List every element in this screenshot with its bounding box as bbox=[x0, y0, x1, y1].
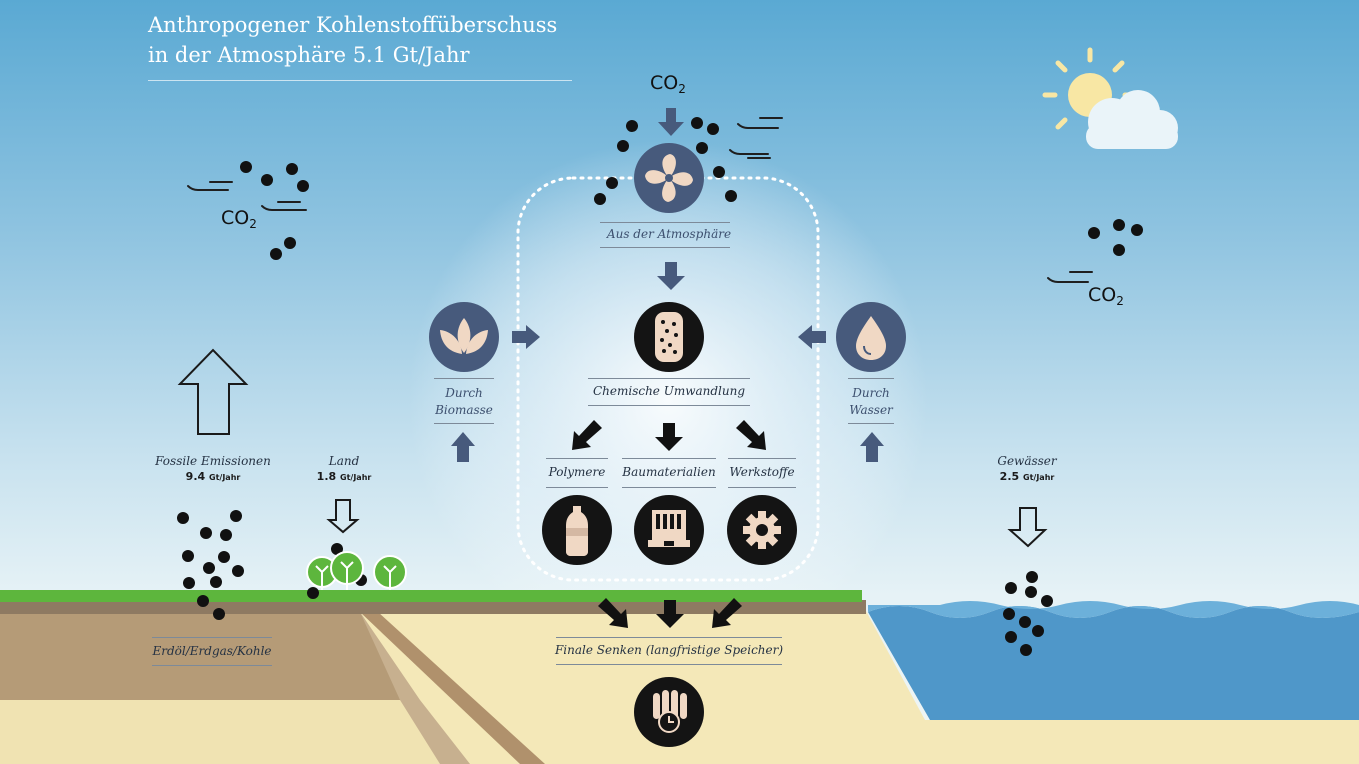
water-surface bbox=[868, 601, 1359, 618]
atm-down-arrow bbox=[657, 262, 685, 290]
fossil-up-arrow bbox=[177, 348, 249, 435]
polymers-label: Polymere bbox=[548, 465, 606, 479]
co2-down-arrow bbox=[658, 108, 684, 136]
rock-seam bbox=[360, 612, 545, 764]
atmosphere-label: Aus der Atmosphäre bbox=[606, 227, 732, 241]
atm-rule-top bbox=[600, 222, 730, 223]
title-divider bbox=[148, 80, 572, 81]
materials-rule-bottom bbox=[728, 487, 796, 488]
flow-arrows-black bbox=[572, 420, 766, 628]
water-rule-top bbox=[848, 378, 894, 379]
biomass-up-arrow bbox=[451, 432, 475, 462]
hollow-arrows bbox=[177, 348, 1048, 548]
materials-rule-top bbox=[728, 458, 796, 459]
grass-layer bbox=[0, 590, 862, 602]
bottle-icon bbox=[542, 495, 612, 565]
water-down-arrow bbox=[1007, 507, 1048, 548]
biomass-rule-bottom bbox=[434, 423, 494, 424]
center-glow bbox=[408, 140, 928, 660]
building-rule-top bbox=[622, 458, 716, 459]
storage-clock-icon bbox=[634, 677, 704, 747]
sink-left-arrow bbox=[598, 598, 628, 628]
flow-arrows-blue bbox=[451, 108, 884, 462]
gear-icon bbox=[727, 495, 797, 565]
biomass-right-arrow bbox=[512, 325, 540, 349]
co2-label-right: CO2 bbox=[1088, 284, 1124, 308]
conversion-label: Chemische Umwandlung bbox=[592, 384, 746, 398]
water-left-arrow bbox=[798, 325, 826, 349]
land-label: Land bbox=[328, 454, 360, 468]
water-flux-label: Gewässer bbox=[997, 454, 1057, 468]
leaf-icon bbox=[429, 302, 499, 372]
trees bbox=[306, 551, 407, 590]
sinks-rule-top bbox=[556, 637, 782, 638]
sink-center-arrow bbox=[656, 600, 684, 628]
water-label-1: Durch bbox=[852, 386, 890, 400]
water-drop-icon bbox=[836, 302, 906, 372]
ground bbox=[0, 590, 1359, 764]
title-line-1: Anthropogener Kohlenstoffüberschuss bbox=[148, 13, 558, 37]
building-arrow bbox=[655, 423, 683, 451]
title-line-2: in der Atmosphäre 5.1 Gt/Jahr bbox=[148, 43, 470, 67]
page-title: Anthropogener Kohlenstoffüberschuss in d… bbox=[148, 10, 557, 70]
water-up-arrow bbox=[860, 432, 884, 462]
land-down-arrow bbox=[326, 499, 360, 534]
building-material-icon bbox=[634, 495, 704, 565]
fossil-source-label: Erdöl/Erdgas/Kohle bbox=[152, 644, 272, 658]
polymers-rule-top bbox=[546, 458, 608, 459]
conversion-rule-top bbox=[588, 378, 750, 379]
water-rule-bottom bbox=[848, 423, 894, 424]
lower-sand bbox=[0, 700, 440, 764]
materials-label: Werkstoffe bbox=[729, 465, 795, 479]
cloud-icon bbox=[1086, 90, 1178, 149]
polymer-arrow bbox=[572, 420, 602, 450]
fossil-rule-top bbox=[152, 637, 272, 638]
water-body bbox=[868, 606, 1359, 720]
co2-label-left: CO2 bbox=[221, 207, 257, 231]
wind-lines bbox=[187, 117, 1093, 283]
final-sinks-label: Finale Senken (langfristige Speicher) bbox=[554, 643, 784, 657]
sink-right-arrow bbox=[712, 598, 742, 628]
conversion-rule-bottom bbox=[588, 405, 750, 406]
atm-rule-bottom bbox=[600, 247, 730, 248]
building-rule-bottom bbox=[622, 487, 716, 488]
building-label: Baumaterialien bbox=[622, 465, 716, 479]
water-flux-value: 2.5 Gt/Jahr bbox=[999, 470, 1055, 483]
fan-icon bbox=[634, 143, 704, 213]
fossil-deposit bbox=[0, 612, 400, 700]
fossil-emissions-value: 9.4 Gt/Jahr bbox=[185, 470, 241, 483]
polymers-rule-bottom bbox=[546, 487, 608, 488]
co2-particles bbox=[177, 117, 1143, 656]
biomass-label-2: Biomasse bbox=[435, 403, 493, 417]
biomass-rule-top bbox=[434, 378, 494, 379]
fossil-rule-bottom bbox=[152, 665, 272, 666]
fossil-emissions-label: Fossile Emissionen bbox=[155, 454, 271, 468]
land-value: 1.8 Gt/Jahr bbox=[316, 470, 372, 483]
materials-arrow bbox=[736, 420, 766, 450]
co2-label-top: CO2 bbox=[650, 72, 686, 96]
reactor-icon bbox=[634, 302, 704, 372]
sinks-rule-bottom bbox=[556, 664, 782, 665]
water-label-2: Wasser bbox=[849, 403, 893, 417]
biomass-label-1: Durch bbox=[445, 386, 483, 400]
